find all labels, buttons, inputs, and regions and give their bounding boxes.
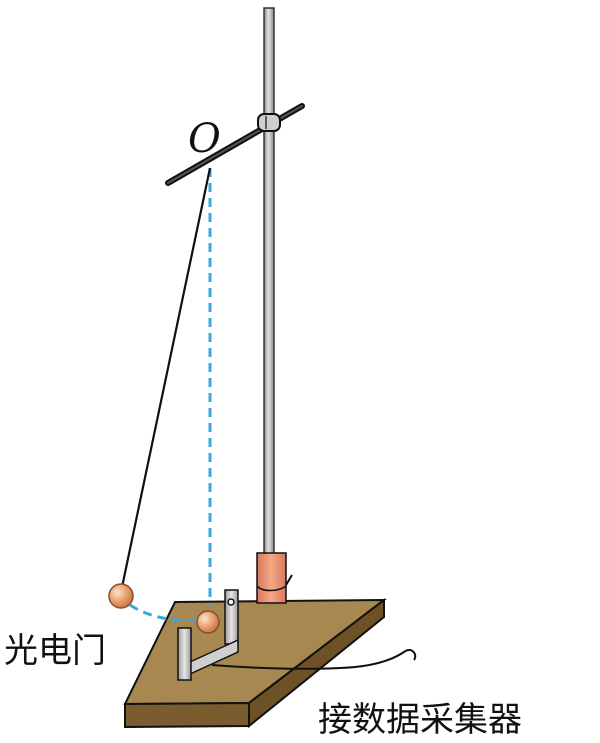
pendulum-string (119, 167, 212, 593)
stand-rod (263, 7, 275, 559)
ball-at-gate (196, 610, 220, 634)
photogate-back-arm (224, 589, 239, 645)
photogate-label: 光电门 (4, 631, 106, 671)
collector-cable (211, 649, 417, 670)
board-front (124, 701, 250, 729)
board-top (123, 598, 387, 706)
rod-collar (256, 552, 293, 604)
photogate-sensor (227, 598, 235, 606)
collector-label: 接数据采集器 (318, 700, 522, 740)
clamp (257, 113, 281, 132)
board-side (248, 597, 385, 729)
pivot-label: O (188, 116, 221, 162)
swing-arc (129, 603, 211, 622)
photogate-front-arm (177, 627, 192, 681)
pendulum-bob (108, 583, 134, 609)
